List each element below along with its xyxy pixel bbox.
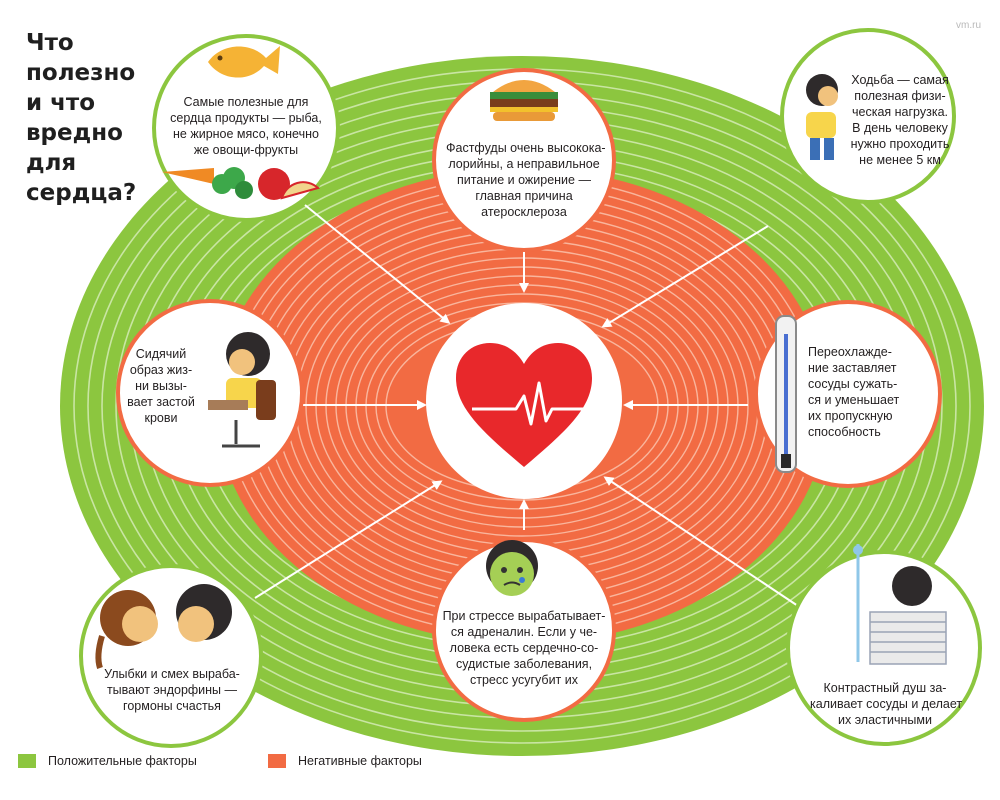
burger-icon <box>490 80 558 121</box>
legend-positive: Положительные факторы <box>18 754 197 768</box>
card-foods-text: Самые полезные для сердца продукты — рыб… <box>170 95 322 157</box>
title-line: для <box>26 150 77 176</box>
card-smiles-text: Улыбки и смех выраба- тывают эндорфины —… <box>104 667 240 713</box>
arrow-foods <box>304 204 451 324</box>
heartbeat-line-icon <box>472 381 584 426</box>
card-foods-circle <box>152 34 340 222</box>
legend-positive-label: Положительные факторы <box>48 754 197 768</box>
card-shower-circle <box>786 544 982 746</box>
title-line: полезно <box>26 60 136 86</box>
vegetables-icon <box>162 167 321 200</box>
title-line: и что <box>26 90 96 116</box>
card-walking-circle <box>780 28 956 204</box>
card-sedentary-circle <box>116 299 304 487</box>
card-cold-circle <box>754 300 942 488</box>
arrow-shower <box>603 476 799 607</box>
legend-negative-label: Негативные факторы <box>298 754 422 768</box>
arrows <box>254 204 799 607</box>
heart-icon <box>456 343 592 467</box>
legend-negative-swatch <box>268 754 286 768</box>
card-fastfood-text: Фастфуды очень высокока- лорийны, а непр… <box>446 141 606 219</box>
card-shower-text: Контрастный душ за- каливает сосуды и де… <box>810 681 963 727</box>
card-walking-text: Ходьба — самая полезная физи- ческая наг… <box>850 73 950 167</box>
crying-face-icon <box>486 540 538 596</box>
legend-negative: Негативные факторы <box>268 754 422 768</box>
card-stress-text: При стрессе вырабатывает- ся адреналин. … <box>442 609 606 687</box>
title-line: вредно <box>26 120 123 146</box>
card-stress-circle <box>432 538 616 722</box>
arrow-smiles <box>254 480 443 599</box>
title-line: Что <box>26 30 74 56</box>
thermometer-icon <box>775 315 797 473</box>
card-cold-text: Переохлажде- ние заставляет сосуды сужат… <box>808 345 900 439</box>
title-line: сердца? <box>26 180 137 206</box>
card-sedentary-text: Сидячий образ жиз- ни вызы- вает застой … <box>127 347 195 425</box>
arrow-walking <box>601 225 769 328</box>
walking-boy-icon <box>806 74 838 160</box>
fish-icon <box>208 46 280 78</box>
card-smiles-circle <box>79 564 263 748</box>
shower-icon <box>853 544 947 665</box>
page-title: Что полезно и что вредно для сердца? <box>26 28 146 208</box>
girl-boy-smiling-icon <box>95 584 232 669</box>
legend-positive-swatch <box>18 754 36 768</box>
sitting-boy-icon <box>208 332 276 448</box>
watermark: vm.ru <box>956 20 981 31</box>
heart-center <box>426 303 622 499</box>
card-fastfood-circle <box>432 68 616 252</box>
